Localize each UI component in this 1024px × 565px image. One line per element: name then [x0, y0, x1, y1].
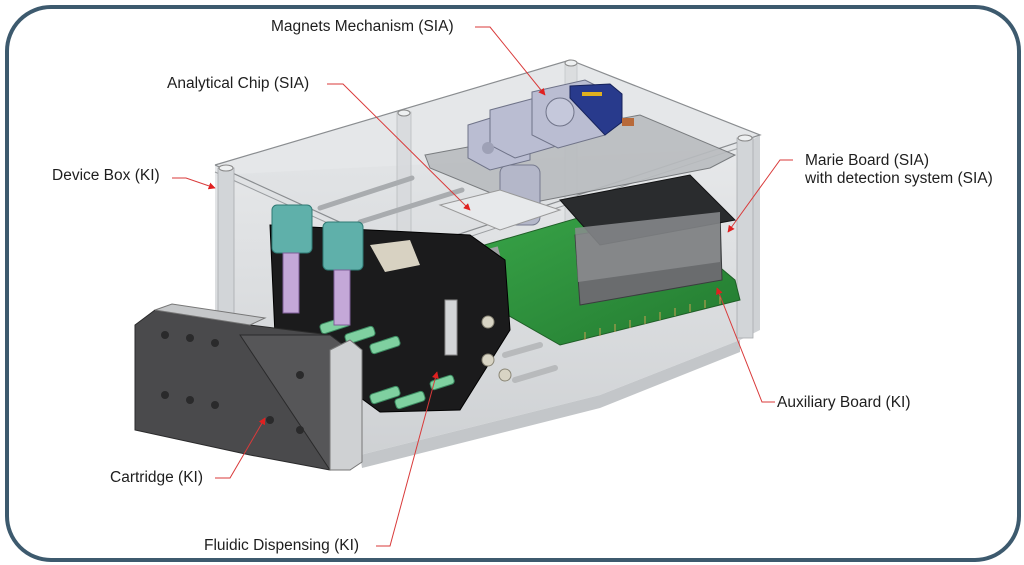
diagram-frame: [5, 5, 1021, 562]
label-magnets-mechanism: Magnets Mechanism (SIA): [271, 18, 454, 35]
label-auxiliary-board: Auxiliary Board (KI): [777, 394, 911, 411]
leader-cartridge: [215, 417, 266, 479]
label-device-box: Device Box (KI): [52, 167, 160, 184]
cartridge: [134, 303, 363, 471]
label-analytical-chip: Analytical Chip (SIA): [167, 75, 310, 92]
leader-box: [172, 177, 216, 190]
leader-magnets: [475, 26, 546, 96]
label-marie-board: Marie Board (SIA): [805, 152, 930, 169]
pinch-valves: [271, 204, 364, 326]
leader-fluidic: [376, 371, 439, 547]
label-detection-system: with detection system (SIA): [805, 170, 993, 187]
leader-aux: [716, 287, 775, 403]
leader-lines: [172, 26, 793, 547]
label-fluidic-dispensing: Fluidic Dispensing (KI): [204, 537, 360, 554]
magnets-mechanism: [424, 79, 737, 226]
guide-rods: [317, 175, 465, 225]
leader-marie: [727, 159, 793, 233]
label-cartridge: Cartridge (KI): [110, 469, 204, 486]
leader-chip: [327, 83, 471, 211]
